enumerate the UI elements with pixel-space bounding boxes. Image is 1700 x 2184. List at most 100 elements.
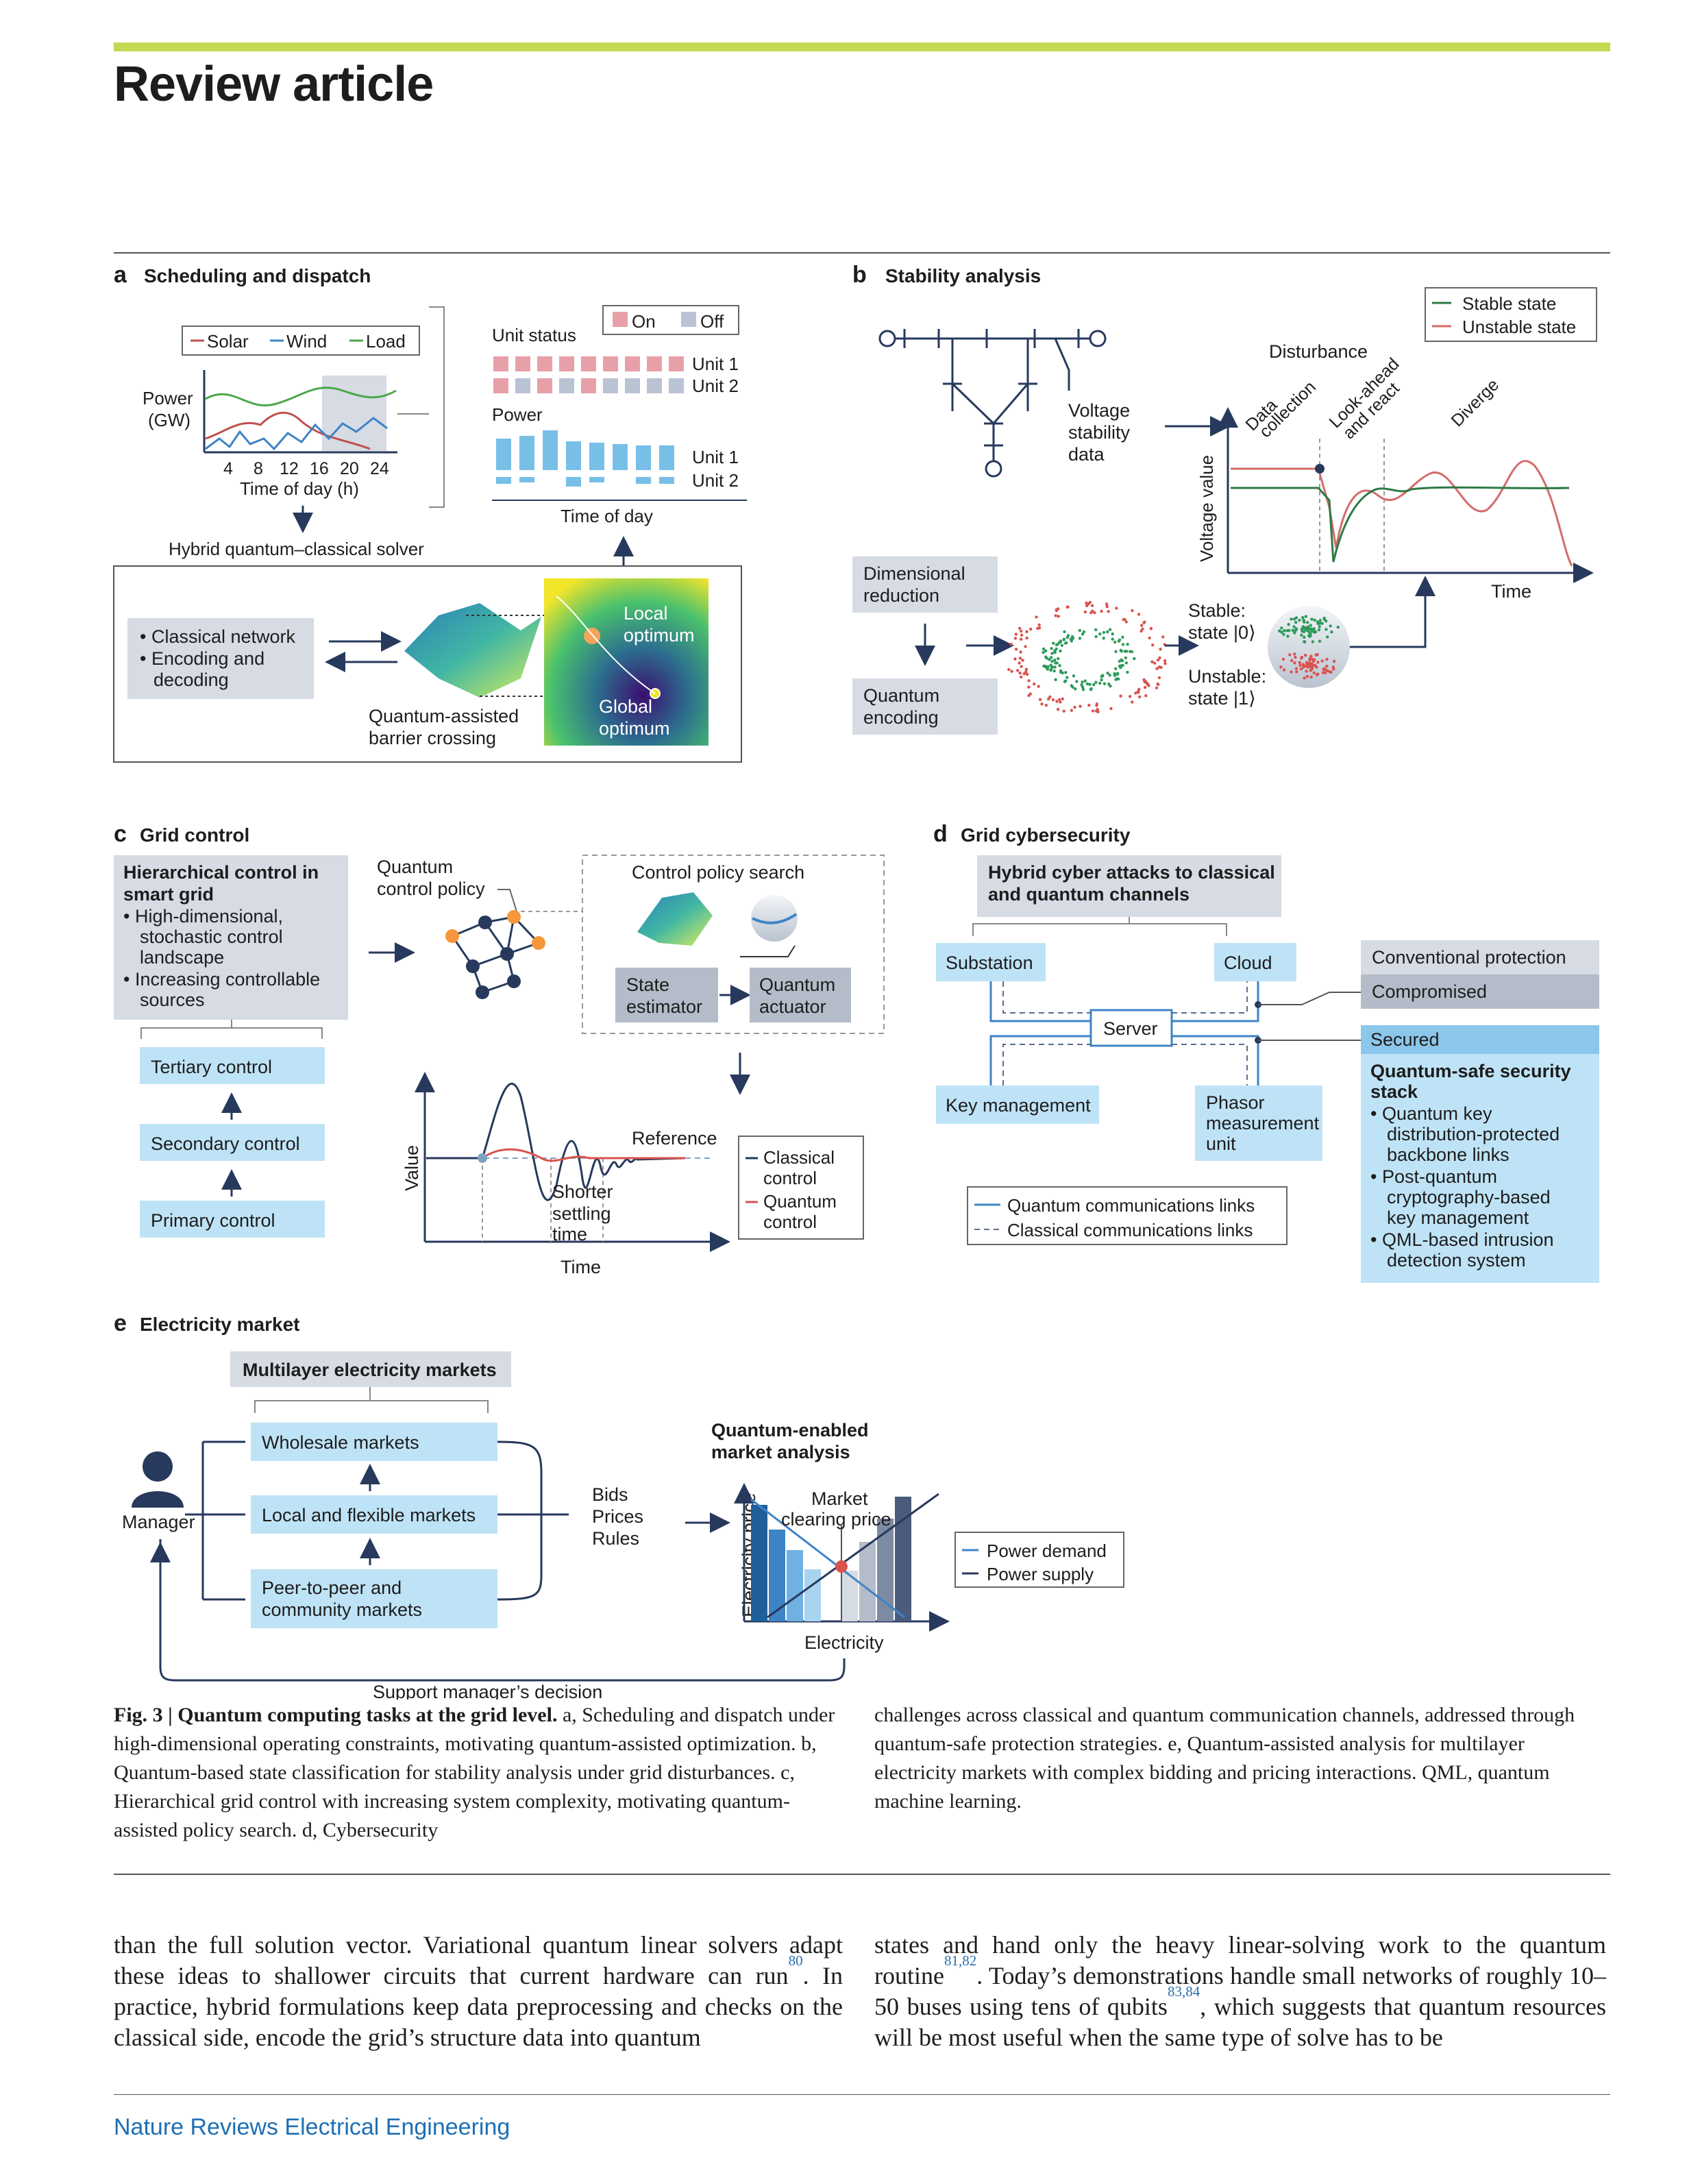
- market-bar: [751, 1505, 767, 1621]
- p2p-markets-box: [251, 1569, 497, 1628]
- classical-link-top: [1002, 981, 1248, 1014]
- compromised-pointer: [1258, 992, 1364, 1005]
- panel-b-legend-box: [1425, 287, 1597, 342]
- energy-landscape: [404, 603, 541, 698]
- secured-label: Secured: [1370, 1029, 1440, 1050]
- power-supply-line: [767, 1493, 939, 1619]
- quantum-actuator-label-1: Quantum: [759, 974, 835, 995]
- hier-bracket: [140, 1020, 323, 1039]
- disturbance-label: Disturbance: [1269, 341, 1368, 362]
- global-optimum-label-1: Global: [599, 696, 652, 717]
- xtick: 20: [340, 459, 359, 478]
- pmu-box[interactable]: [1195, 1085, 1322, 1161]
- panel-a-legend-box: [182, 326, 420, 356]
- body-column-right: states and hand only the heavy linear-so…: [874, 1931, 1606, 2051]
- classical-legend-2: control: [763, 1168, 817, 1188]
- multilayer-box: [230, 1351, 511, 1387]
- stack-title-2: stack: [1370, 1081, 1418, 1102]
- stack-item-1b: distribution-protected: [1387, 1124, 1560, 1144]
- panel-e-xlabel: Electricity: [804, 1632, 884, 1653]
- panel-c: c Grid control Hierarchical control in s…: [114, 821, 885, 1277]
- key-management-box[interactable]: [936, 1085, 1099, 1124]
- state-estimator-box: [615, 968, 718, 1022]
- citation[interactable]: 81,82: [944, 1952, 977, 1969]
- stack-title-1: Quantum-safe security: [1370, 1061, 1571, 1081]
- compromised-label: Compromised: [1372, 981, 1487, 1002]
- control-bloch-path: [752, 913, 798, 924]
- state-estimator-label-1: State: [626, 974, 669, 995]
- solver-box: [113, 565, 742, 763]
- citation[interactable]: 80: [788, 1952, 803, 1969]
- local-flexible-markets-box: [251, 1495, 497, 1534]
- load-curve: [205, 387, 397, 407]
- bids-label-3: Rules: [592, 1528, 639, 1549]
- power-unit2-label: Unit 2: [692, 470, 739, 491]
- xtick: 12: [280, 459, 299, 478]
- reference-label: Reference: [632, 1128, 717, 1149]
- pmu-label-2: measurement: [1206, 1113, 1320, 1133]
- control-landscape: [637, 892, 713, 946]
- hybrid-attacks-box: [977, 855, 1281, 917]
- panel-d-legend-box: [967, 1186, 1288, 1245]
- market-bar: [841, 1571, 858, 1621]
- state-estimator-label-2: estimator: [626, 996, 702, 1017]
- classical-legend-1: Classical: [763, 1147, 835, 1168]
- hier-item-1c: landscape: [140, 947, 224, 968]
- cloud-box[interactable]: [1214, 943, 1296, 981]
- caption-left-text: a, Scheduling and dispatch under high-di…: [114, 1704, 835, 1841]
- disturbance-marker: [1315, 464, 1325, 474]
- manager-fanout: [185, 1440, 245, 1601]
- analysis-label-2: market analysis: [711, 1442, 850, 1462]
- caption-rule: [114, 1874, 1610, 1875]
- phase-diverge: Diverge: [1447, 376, 1503, 431]
- citation[interactable]: 83,84: [1167, 1983, 1200, 2000]
- server-box[interactable]: [1089, 1009, 1173, 1047]
- panel-b-title: Stability analysis: [885, 265, 1041, 286]
- solar-legend-label: Solar: [207, 331, 249, 352]
- response-start-marker: [478, 1153, 487, 1163]
- neural-network-nodes: [445, 910, 545, 999]
- wind-legend-label: Wind: [286, 331, 327, 352]
- quantum-actuator-label-2: actuator: [759, 996, 826, 1017]
- classical-link-bottom: [1002, 1044, 1248, 1085]
- hier-title-1: Hierarchical control in: [123, 862, 319, 883]
- classical-item-2b: decoding: [153, 670, 229, 690]
- wholesale-markets-box: [251, 1423, 497, 1461]
- hier-item-2a: • Increasing controllable: [123, 969, 320, 990]
- solar-curve: [205, 411, 371, 450]
- attacks-label-2: and quantum channels: [988, 884, 1190, 905]
- stable-state-label-1: Stable:: [1188, 600, 1246, 621]
- figure-caption-right: challenges across classical and quantum …: [874, 1704, 1575, 1813]
- market-bar: [769, 1530, 785, 1621]
- secondary-control-label: Secondary control: [151, 1133, 300, 1154]
- bloch-sphere: [1268, 606, 1350, 688]
- footer-journal-name: Nature Reviews Electrical Engineering: [114, 2114, 510, 2140]
- hier-item-1a: • High-dimensional,: [123, 906, 283, 927]
- feedback-loop: [159, 1539, 846, 1682]
- unstable-curve: [1231, 460, 1573, 567]
- unit2-label: Unit 2: [692, 376, 739, 396]
- optimization-path: [556, 596, 656, 694]
- panel-a-xlabel: Time of day (h): [240, 478, 359, 499]
- key-management-label: Key management: [946, 1095, 1091, 1116]
- dim-reduction-box: [852, 556, 998, 613]
- panel-a-letter: a: [114, 262, 127, 288]
- unstable-state-label-2: state |1⟩: [1188, 688, 1256, 709]
- server-label: Server: [1103, 1018, 1158, 1039]
- quantum-response-curve: [482, 1148, 685, 1162]
- unstable-state-label-1: Unstable:: [1188, 666, 1266, 687]
- unit-status-grid: [493, 356, 684, 393]
- substation-box[interactable]: [936, 943, 1046, 981]
- hier-item-2b: sources: [140, 990, 205, 1010]
- control-bloch-stand: [740, 945, 796, 957]
- on-swatch: [613, 312, 628, 327]
- xtick: 16: [310, 459, 329, 478]
- tertiary-control-box: [140, 1047, 325, 1084]
- policy-label-1: Quantum: [377, 857, 453, 877]
- dim-reduction-label-2: reduction: [863, 585, 939, 606]
- accent-bar: [114, 42, 1610, 51]
- global-optimum-label-2: optimum: [599, 718, 670, 739]
- manager-body-icon: [132, 1491, 184, 1508]
- local-optimum-label-1: Local: [624, 603, 668, 624]
- barrier-label-2: barrier crossing: [369, 728, 496, 748]
